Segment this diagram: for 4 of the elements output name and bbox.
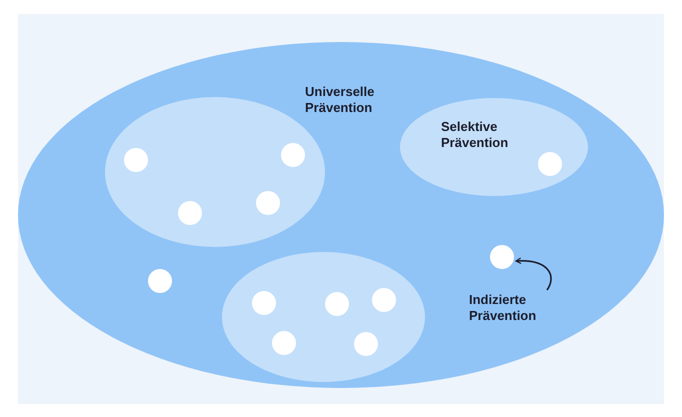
label-text: Indizierte Prävention	[469, 292, 553, 326]
group-title: Selektive Prävention	[441, 119, 510, 151]
group-title: Universelle Prävention	[305, 84, 376, 116]
curved-arrow	[515, 258, 552, 290]
